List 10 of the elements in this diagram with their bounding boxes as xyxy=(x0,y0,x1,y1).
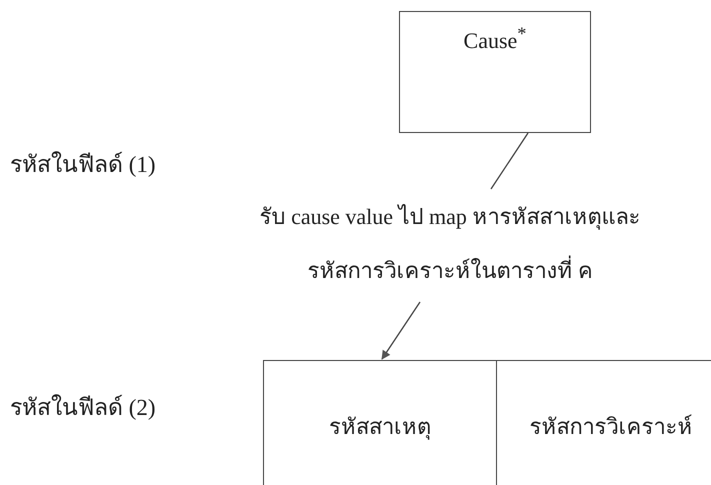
row-label: รหัสในฟีลด์ (1) xyxy=(10,150,156,179)
cell-text: Cause$^{*}$ xyxy=(464,28,526,54)
arrow xyxy=(381,302,421,360)
table-cell xyxy=(263,360,497,485)
note-text: รับ cause value ไป map หารหัสสาเหตุและรหัสการวิเคราะห์ในตารางที่ ค xyxy=(258,203,642,285)
cell-text: รหัสสาเหตุ xyxy=(329,414,431,439)
field-box xyxy=(399,11,591,133)
connector-line xyxy=(490,132,529,190)
cell-text: รหัสการวิเคราะห์ xyxy=(530,414,692,439)
row-label: รหัสในฟีลด์ (2) xyxy=(10,393,156,422)
